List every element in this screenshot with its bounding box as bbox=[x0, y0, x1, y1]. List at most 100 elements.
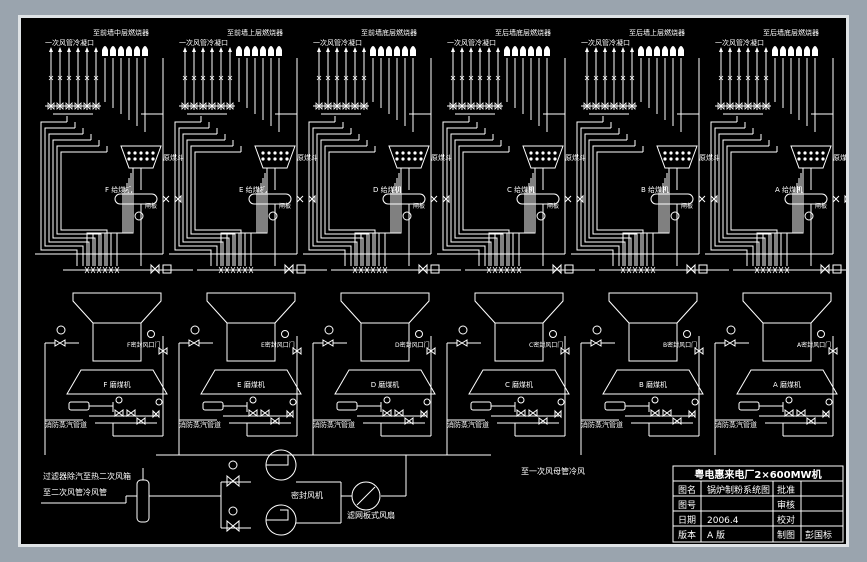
valve-icon bbox=[601, 102, 609, 110]
pipe-run bbox=[56, 145, 102, 266]
valve-icon bbox=[459, 75, 465, 81]
arrow-icon bbox=[719, 47, 723, 52]
valve-icon bbox=[218, 266, 224, 274]
valve-icon bbox=[784, 409, 794, 417]
valve-icon bbox=[560, 347, 570, 355]
valve-icon bbox=[286, 409, 294, 419]
coal-dot bbox=[809, 151, 813, 155]
mill-body bbox=[736, 369, 838, 395]
valve-icon bbox=[370, 266, 376, 274]
coal-bunker bbox=[254, 145, 296, 169]
motor-icon bbox=[56, 325, 66, 335]
arrow-icon bbox=[746, 47, 750, 52]
valve-icon bbox=[688, 409, 696, 419]
valve-icon bbox=[343, 75, 349, 81]
mill-label-E: E 磨煤机 bbox=[237, 380, 265, 389]
burner-nozzle bbox=[126, 46, 132, 56]
coal-dot bbox=[535, 151, 539, 155]
arrow-icon bbox=[335, 47, 339, 52]
coal-bunker bbox=[522, 145, 564, 169]
bunker-label-C: 原煤斗 bbox=[565, 153, 586, 162]
arrow-icon bbox=[85, 47, 89, 52]
valve-icon bbox=[832, 264, 842, 274]
burner-nozzle bbox=[260, 46, 266, 56]
valve-icon bbox=[47, 102, 55, 110]
arrow-icon bbox=[630, 47, 634, 52]
arrow-icon bbox=[219, 47, 223, 52]
mill-classifier bbox=[206, 292, 296, 362]
coal-dot bbox=[151, 151, 155, 155]
pipe-run bbox=[308, 121, 346, 266]
valve-icon bbox=[456, 339, 468, 347]
coal-dot bbox=[419, 157, 423, 161]
coal-dot bbox=[669, 151, 673, 155]
fire-line-label-B: 消防蒸汽管道 bbox=[581, 420, 623, 429]
coal-dot bbox=[681, 151, 685, 155]
pipe-run bbox=[86, 168, 134, 266]
valve-icon bbox=[718, 75, 724, 81]
burner-nozzle bbox=[394, 46, 400, 56]
coal-feeder bbox=[784, 193, 828, 205]
header-burner-E: 至前墙上层燃烧器 bbox=[227, 28, 283, 37]
valve-icon bbox=[325, 75, 331, 81]
feeder-label-A: A 给煤机 bbox=[775, 185, 803, 194]
valve-icon bbox=[242, 266, 248, 274]
burner-nozzle bbox=[386, 46, 392, 56]
tb-rkey-0: 批准 bbox=[777, 484, 795, 496]
label-secondary-air: 过滤器除汽至热二次风箱 bbox=[43, 471, 131, 481]
coal-dot bbox=[401, 151, 405, 155]
valve-icon bbox=[554, 409, 562, 419]
header-cooling-C: 一次风管冷凝口 bbox=[447, 38, 496, 47]
valve-icon bbox=[430, 195, 438, 203]
valve-icon bbox=[114, 266, 120, 274]
valve-icon bbox=[404, 417, 414, 425]
bunker-label-B: 原煤斗 bbox=[699, 153, 720, 162]
mill-classifier bbox=[474, 292, 564, 362]
coal-dot bbox=[285, 157, 289, 161]
valve-icon bbox=[583, 102, 591, 110]
pipe-run bbox=[576, 121, 614, 266]
coal-dot bbox=[419, 151, 423, 155]
motor-icon bbox=[549, 330, 557, 338]
company-title: 粤电惠来电厂2×600MW机 bbox=[694, 468, 821, 481]
valve-icon bbox=[494, 102, 502, 110]
valve-icon bbox=[762, 102, 770, 110]
valve-icon bbox=[190, 102, 198, 110]
burner-nozzle bbox=[512, 46, 518, 56]
motor-icon bbox=[817, 330, 825, 338]
valve-icon bbox=[724, 339, 736, 347]
pipe-run bbox=[48, 133, 90, 266]
coal-dot bbox=[553, 151, 557, 155]
coal-dot bbox=[687, 157, 691, 161]
pipe-run bbox=[354, 168, 402, 266]
burner-nozzle bbox=[268, 46, 274, 56]
arrow-icon bbox=[451, 47, 455, 52]
header-burner-D: 至前墙底层燃烧器 bbox=[361, 28, 417, 37]
motor-icon bbox=[383, 396, 391, 404]
valve-icon bbox=[754, 75, 760, 81]
valve-icon bbox=[102, 266, 108, 274]
sealgate-label-D: D密封风口门 bbox=[395, 341, 430, 349]
header-cooling-F: 一次风管冷凝口 bbox=[45, 38, 94, 47]
burner-nozzle bbox=[252, 46, 258, 56]
valve-icon bbox=[208, 102, 216, 110]
valve-icon bbox=[650, 266, 656, 274]
steam-filter bbox=[136, 479, 150, 523]
valve-icon bbox=[174, 194, 182, 204]
coal-dot bbox=[285, 151, 289, 155]
valve-icon bbox=[672, 417, 682, 425]
coal-dot bbox=[529, 151, 533, 155]
pipe-run bbox=[190, 145, 236, 266]
common-system-labels: 过滤器除汽至热二次风箱 至二次风管冷风管 密封风机 滤网板式风扇 至一次风母管冷… bbox=[43, 466, 585, 520]
arrow-icon bbox=[585, 47, 589, 52]
motor-icon bbox=[249, 396, 257, 404]
mill-classifier bbox=[72, 292, 162, 362]
valve-icon bbox=[710, 194, 718, 204]
valve-icon bbox=[84, 75, 90, 81]
header-burner-C: 至后墙底层燃烧器 bbox=[495, 28, 551, 37]
valve-icon bbox=[698, 195, 706, 203]
valve-icon bbox=[342, 102, 350, 110]
